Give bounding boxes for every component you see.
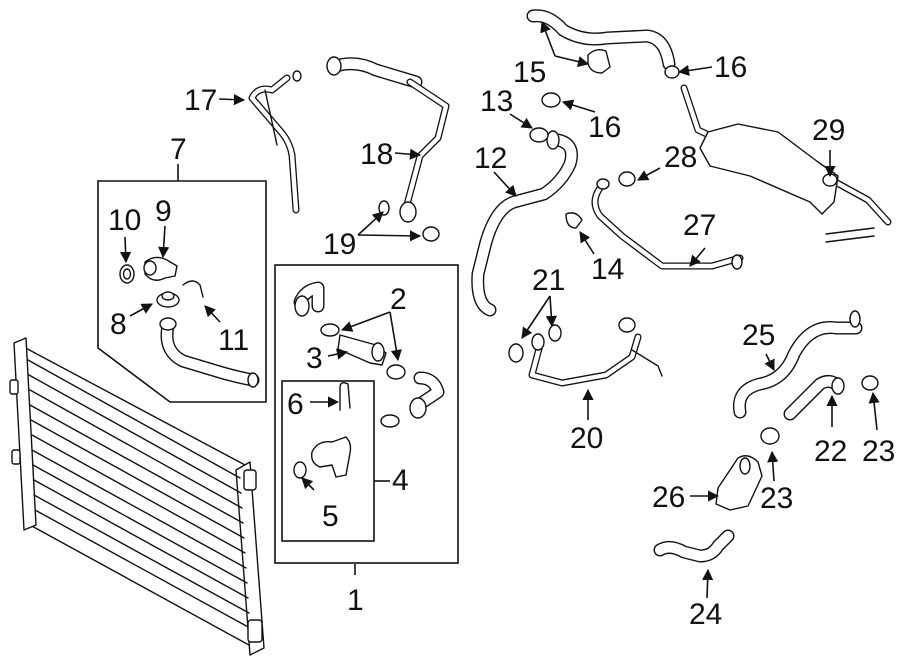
kit-1-frame — [274, 264, 459, 564]
callout-29: 29 — [812, 114, 845, 147]
callout-13: 13 — [480, 85, 513, 118]
flange-26 — [715, 455, 763, 511]
callout-25: 25 — [742, 319, 775, 352]
callout-27: 27 — [683, 209, 716, 242]
hose-12 — [471, 92, 578, 317]
callout-23-right: 23 — [862, 435, 895, 468]
callout-9: 9 — [155, 195, 172, 228]
pipe-29-assembly — [618, 84, 892, 243]
callout-21: 21 — [532, 264, 565, 297]
hose-22 — [760, 374, 879, 445]
callout-23-left: 23 — [760, 482, 793, 515]
callout-1: 1 — [347, 584, 364, 617]
pipe-17 — [248, 70, 302, 214]
callout-11: 11 — [218, 324, 249, 357]
callout-16-mid: 16 — [588, 111, 621, 144]
pipe-20 — [508, 317, 663, 387]
callout-20: 20 — [570, 422, 603, 455]
callout-15: 15 — [513, 56, 546, 89]
pipe-27 — [565, 178, 744, 270]
callout-7: 7 — [170, 133, 187, 166]
callout-14: 14 — [591, 253, 624, 286]
kit-7-frame — [97, 180, 267, 403]
callout-18: 18 — [360, 138, 393, 171]
callout-26: 26 — [652, 481, 685, 514]
callout-19: 19 — [323, 228, 356, 261]
part-1-contents — [293, 281, 445, 479]
callout-6: 6 — [287, 388, 304, 421]
callout-28: 28 — [664, 141, 697, 174]
hose-25 — [732, 310, 863, 419]
callout-8: 8 — [110, 308, 127, 341]
callout-2: 2 — [390, 283, 407, 316]
callout-arrows — [120, 20, 880, 599]
callout-labels: 1 2 3 4 5 6 7 8 9 10 11 12 13 14 15 16 1… — [108, 51, 895, 631]
part-7-contents — [119, 256, 260, 388]
kit-4-frame — [281, 380, 375, 542]
callout-4: 4 — [392, 464, 409, 497]
hose-15 — [526, 9, 680, 79]
callout-17: 17 — [184, 84, 217, 117]
callout-22: 22 — [814, 435, 847, 468]
hose-24 — [653, 529, 735, 563]
callout-16-top: 16 — [714, 51, 747, 84]
radiator — [9, 337, 265, 656]
callout-5: 5 — [322, 500, 339, 533]
callout-3: 3 — [306, 342, 323, 375]
callout-12: 12 — [474, 142, 507, 175]
callout-24: 24 — [689, 598, 722, 631]
callout-10: 10 — [108, 204, 141, 237]
